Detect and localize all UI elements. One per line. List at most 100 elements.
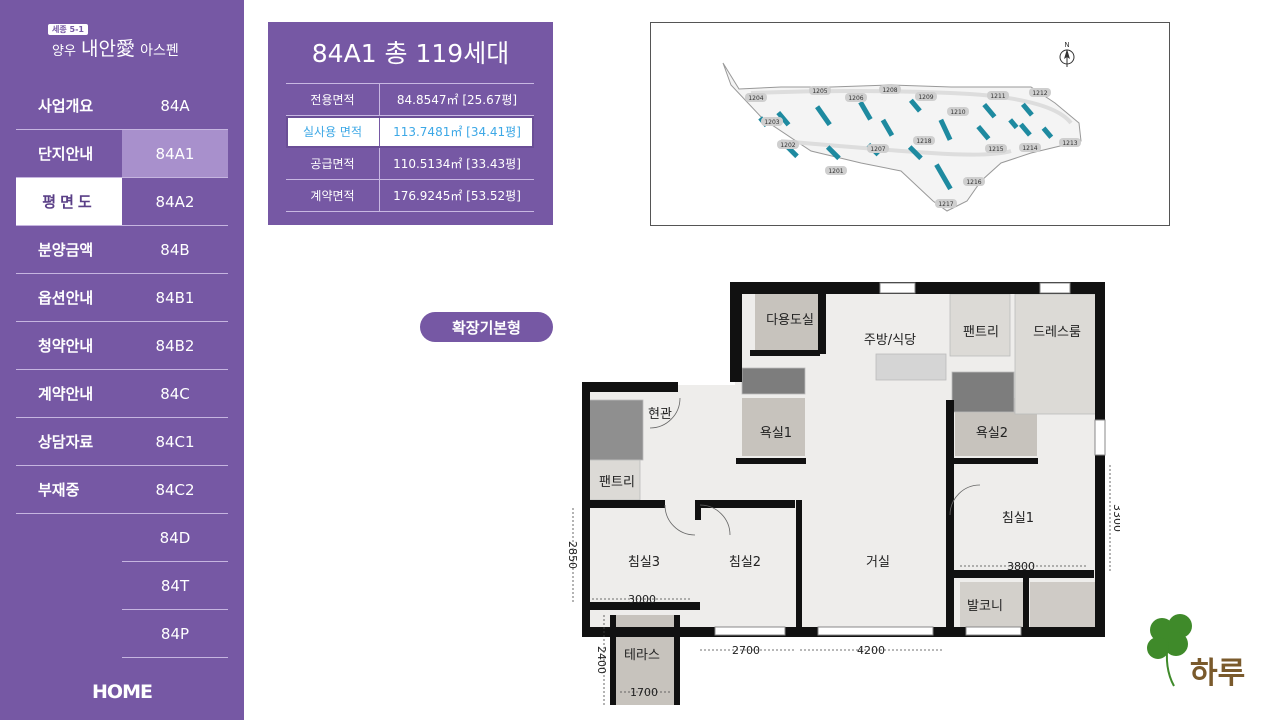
type-item-84d[interactable]: 84D xyxy=(122,514,228,562)
building-label: 1218 xyxy=(913,136,935,145)
wall xyxy=(610,615,616,705)
building-label: 1214 xyxy=(1019,143,1041,152)
main-menu: 사업개요 단지안내 평면도 분양금액 옵션안내 청약안내 계약안내 상담자료 부… xyxy=(16,82,122,514)
wall xyxy=(1095,282,1105,637)
type-menu: 84A 84A1 84A2 84B 84B1 84B2 84C 84C1 84C… xyxy=(122,82,228,658)
menu-item-business-overview[interactable]: 사업개요 xyxy=(16,82,122,130)
menu-item-consult-materials[interactable]: 상담자료 xyxy=(16,418,122,466)
menu-item-subscription[interactable]: 청약안내 xyxy=(16,322,122,370)
building-number: 1216 xyxy=(966,179,981,186)
room-label-entrance: 현관 xyxy=(648,407,672,422)
building-number: 1204 xyxy=(748,95,763,102)
building-block xyxy=(815,105,832,127)
dim-label-3300: 3300 xyxy=(1111,504,1120,532)
room-label-terrace: 테라스 xyxy=(624,648,660,663)
building-number: 1213 xyxy=(1062,140,1077,147)
dimension-lines xyxy=(572,465,1111,705)
building-block xyxy=(1008,118,1019,130)
type-item-84a1[interactable]: 84A1 xyxy=(122,130,228,178)
room-label-bedroom1: 침실1 xyxy=(1002,511,1034,526)
menu-item-contract[interactable]: 계약안내 xyxy=(16,370,122,418)
room-label-bath2: 욕실2 xyxy=(976,426,1008,441)
type-item-84b2[interactable]: 84B2 xyxy=(122,322,228,370)
building-block xyxy=(880,118,895,137)
wall xyxy=(582,382,678,392)
menu-item-floor-plan[interactable]: 평면도 xyxy=(16,178,122,226)
balcony-tile xyxy=(960,582,1025,628)
type-item-84b[interactable]: 84B xyxy=(122,226,228,274)
building-number: 1215 xyxy=(988,146,1003,153)
dim-label-1700: 1700 xyxy=(630,686,658,699)
site-plan-svg: 1204 1205 1206 1208 1209 1211 1212 1203 … xyxy=(722,41,1082,212)
building-number: 1214 xyxy=(1022,145,1037,152)
utility-tile xyxy=(755,292,820,354)
sidebar: 세종 5-1 양우 내안愛 아스펜 사업개요 단지안내 평면도 분양금액 옵션안… xyxy=(0,0,244,720)
unit-info-panel: 84A1 총 119세대 전용면적 84.8547㎡ [25.67평] 실사용 … xyxy=(268,22,553,225)
building-number: 1208 xyxy=(882,87,897,94)
menu-item-sale-price[interactable]: 분양금액 xyxy=(16,226,122,274)
building-block xyxy=(1020,102,1034,117)
building-label: 1202 xyxy=(777,140,799,149)
building-label: 1216 xyxy=(963,177,985,186)
room-label-bedroom3: 침실3 xyxy=(628,555,660,570)
building-number: 1201 xyxy=(828,168,843,175)
dressroom-area xyxy=(1014,293,1101,415)
area-row: 전용면적 84.8547㎡ [25.67평] xyxy=(286,84,534,116)
menu-item-options[interactable]: 옵션안내 xyxy=(16,274,122,322)
left-pantry-area xyxy=(587,459,641,501)
type-item-84c1[interactable]: 84C1 xyxy=(122,418,228,466)
unit-info-title: 84A1 총 119세대 xyxy=(311,39,510,68)
building-block xyxy=(825,145,841,161)
wall xyxy=(674,615,680,705)
type-item-84c2[interactable]: 84C2 xyxy=(122,466,228,514)
building-block xyxy=(908,98,922,113)
type-item-84p[interactable]: 84P xyxy=(122,610,228,658)
area-row: 계약면적 176.9245㎡ [53.52평] xyxy=(286,180,534,212)
building-block xyxy=(1041,126,1054,139)
menu-item-absence[interactable]: 부재중 xyxy=(16,466,122,514)
wall xyxy=(948,458,1038,464)
area-label: 실사용 면적 xyxy=(286,116,380,147)
type-item-84a2[interactable]: 84A2 xyxy=(122,178,228,226)
logo-suffix: 아스펜 xyxy=(140,43,179,59)
building-block xyxy=(934,163,953,191)
building-number: 1218 xyxy=(916,138,931,145)
room-label-pantry-top: 팬트리 xyxy=(963,325,999,340)
building-block xyxy=(907,145,923,161)
building-label: 1210 xyxy=(947,107,969,116)
site-road xyxy=(750,89,1073,125)
window xyxy=(1094,419,1106,456)
brand-logo[interactable]: 세종 5-1 양우 내안愛 아스펜 xyxy=(40,20,210,66)
wall xyxy=(730,282,742,382)
room-label-bath1: 욕실1 xyxy=(760,426,792,441)
fridge-space xyxy=(741,367,806,395)
area-value: 113.7481㎡ [34.41평] xyxy=(393,125,521,139)
building-number: 1209 xyxy=(918,94,933,101)
menu-item-complex-guide[interactable]: 단지안내 xyxy=(16,130,122,178)
wall xyxy=(750,350,820,356)
pantry-shelves xyxy=(587,293,1101,501)
building-block xyxy=(776,110,791,127)
logo-text: 양우 내안愛 아스펜 xyxy=(52,34,179,61)
building-number: 1206 xyxy=(848,95,863,102)
site-boundary xyxy=(722,62,1082,212)
building-number: 1207 xyxy=(870,146,885,153)
room-label-balcony: 발코니 xyxy=(967,599,1003,614)
type-item-84t[interactable]: 84T xyxy=(122,562,228,610)
home-button[interactable]: HOME xyxy=(92,681,153,703)
building-label: 1204 xyxy=(745,93,767,102)
room-label-utility: 다용도실 xyxy=(766,313,814,328)
type-item-84c[interactable]: 84C xyxy=(122,370,228,418)
type-item-84a[interactable]: 84A xyxy=(122,82,228,130)
building-label: 1207 xyxy=(867,144,889,153)
building-block xyxy=(938,118,953,141)
pantry-area xyxy=(949,293,1011,357)
side-balcony-tile xyxy=(1030,582,1100,628)
window xyxy=(714,626,786,636)
building-number: 1217 xyxy=(938,201,953,208)
type-item-84b1[interactable]: 84B1 xyxy=(122,274,228,322)
windows xyxy=(714,282,1106,636)
window xyxy=(1039,282,1071,294)
site-road xyxy=(780,139,1012,157)
dim-label-4200: 4200 xyxy=(857,644,885,657)
